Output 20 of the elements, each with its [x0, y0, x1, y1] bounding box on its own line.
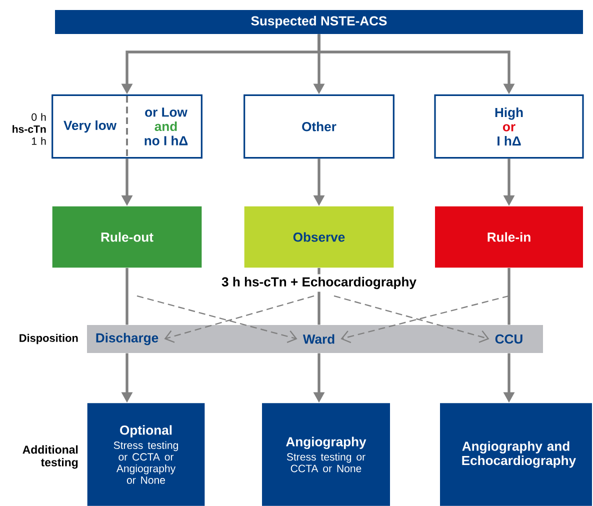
outcome-box: Rule-in: [435, 206, 583, 268]
row-label: Disposition: [20, 334, 78, 344]
disposition-label: Discharge: [96, 332, 158, 346]
testing-box: Angiography Stress testing or CCTA or None: [262, 403, 390, 506]
title-banner: Suspected NSTE-ACS: [55, 10, 583, 34]
arrow: [136, 295, 298, 344]
disposition-label: CCU: [495, 334, 522, 344]
arrow: [340, 295, 510, 344]
step-label: 3 h hs-cTn + Echocardiography: [218, 274, 420, 292]
result-box: High or I hΔ: [434, 94, 584, 159]
arrow: [334, 295, 490, 343]
testing-box: Optional Stress testing or CCTA or Angiography or None: [87, 403, 205, 506]
arrow: [164, 295, 314, 343]
result-box: Other: [244, 94, 394, 159]
outcome-box: Rule-out: [52, 206, 202, 268]
testing-box: Angiography and Echocardiography: [440, 403, 592, 506]
outcome-box: Observe: [244, 206, 394, 268]
disposition-band: [87, 325, 543, 353]
result-box: Very low or Low and no I hΔ: [52, 94, 202, 159]
disposition-label: Ward: [302, 334, 334, 344]
